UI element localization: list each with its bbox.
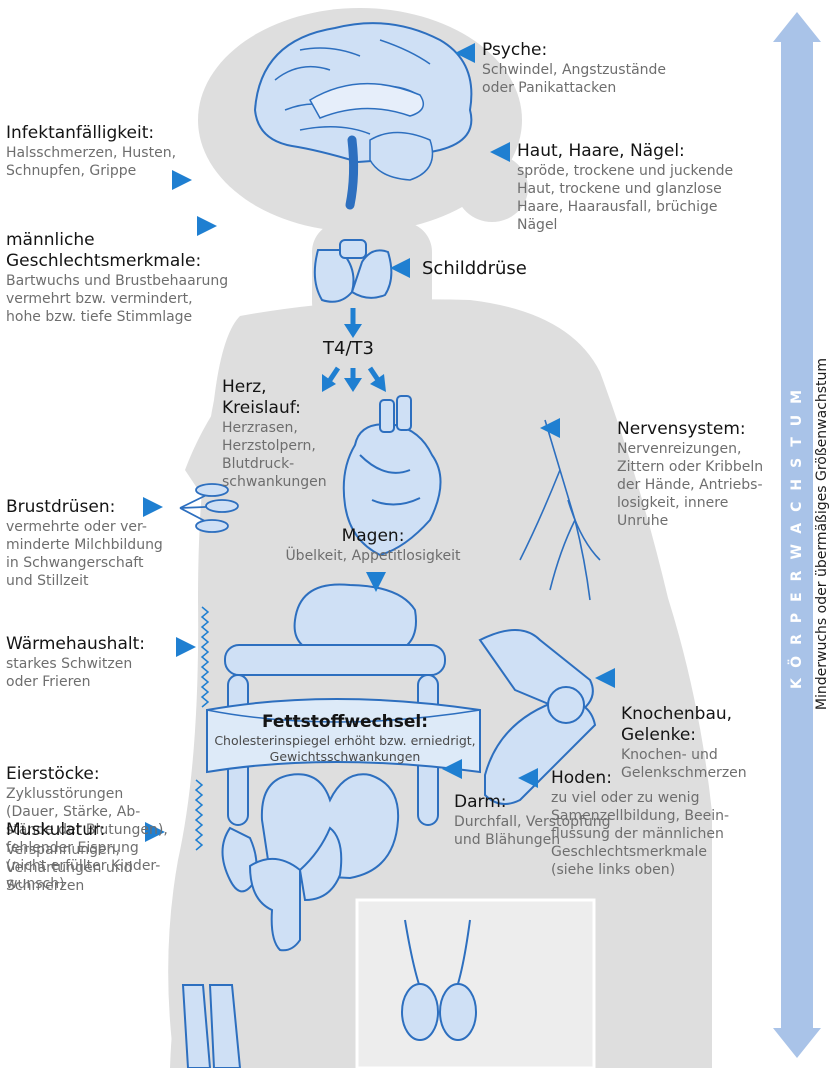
waerme-title: Wärmehaushalt: [6,634,145,655]
herz-title-1: Herz, [222,377,327,398]
maennlich-label: männliche Geschlechtsmerkmale: Bartwuchs… [6,230,228,326]
fett-desc-2: Gewichtsschwankungen [212,749,478,765]
psyche-label: Psyche: Schwindel, Angstzustände oder Pa… [482,40,666,97]
fett-label: Fettstoffwechsel: Cholesterinspiegel erh… [212,712,478,765]
eier-desc-1: Zyklusstörungen [6,785,168,803]
herz-desc-2: Herzstolpern, [222,437,327,455]
waerme-pointer-icon [176,637,196,657]
magen-pointer-icon [366,572,386,592]
waerme-desc-2: oder Frieren [6,673,145,691]
growth-axis-title: KÖRPERWACHSTUM [789,379,805,689]
nerven-desc-3: der Hände, Antriebs- [617,476,763,494]
infekt-title: Infektanfälligkeit: [6,123,176,144]
haut-desc-3: Haare, Haarausfall, brüchige [517,198,733,216]
hormone-label: T4/T3 [323,338,374,359]
eier-title: Eierstöcke: [6,764,168,785]
maennlich-desc-2: vermehrt bzw. vermindert, [6,290,228,308]
knochen-pointer-icon [595,668,615,688]
haut-label: Haut, Haare, Nägel: spröde, trockene und… [517,141,733,234]
infekt-label: Infektanfälligkeit: Halsschmerzen, Huste… [6,123,176,180]
brust-desc-1: vermehrte oder ver- [6,518,163,536]
knochen-title-2: Gelenke: [621,725,747,746]
psyche-desc-2: oder Panikattacken [482,79,666,97]
knochen-desc-1: Knochen- und [621,746,747,764]
muskel-desc-3: Schmerzen [6,877,133,895]
psyche-pointer-icon [455,43,475,63]
psyche-title: Psyche: [482,40,666,61]
muskel-title: Muskulatur: [6,820,133,841]
fett-desc-1: Cholesterinspiegel erhöht bzw. erniedrig… [212,733,478,749]
nerven-pointer-icon [540,418,560,438]
brust-title: Brustdrüsen: [6,497,163,518]
schilddruese-label: Schilddrüse [422,258,527,279]
herz-title-2: Kreislauf: [222,398,327,419]
growth-axis-caption: Minderwuchs oder übermäßiges Größenwachs… [814,358,830,710]
herz-desc-3: Blutdruck- [222,455,327,473]
hoden-desc-3: flussung der männlichen [551,825,729,843]
hoden-title: Hoden: [551,768,729,789]
maennlich-desc-3: hohe bzw. tiefe Stimmlage [6,308,228,326]
haut-desc-4: Nägel [517,216,733,234]
knochen-title-1: Knochenbau, [621,704,747,725]
magen-label: Magen: Übelkeit, Appetitlosigkeit [278,526,468,565]
haut-desc-1: spröde, trockene und juckende [517,162,733,180]
nerven-desc-5: Unruhe [617,512,763,530]
infekt-desc-2: Schnupfen, Grippe [6,162,176,180]
nerven-desc-2: Zittern oder Kribbeln [617,458,763,476]
hoden-desc-5: (siehe links oben) [551,861,729,879]
nerven-desc-1: Nervenreizungen, [617,440,763,458]
fett-title: Fettstoffwechsel: [212,712,478,733]
herz-label: Herz, Kreislauf: Herzrasen, Herzstolpern… [222,377,327,491]
nerven-title: Nervensystem: [617,419,763,440]
brust-desc-3: in Schwangerschaft [6,554,163,572]
hoden-label: Hoden: zu viel oder zu wenig Samenzellbi… [551,768,729,879]
muskel-desc-2: Verhärtungen und [6,859,133,877]
muskel-desc-1: Verspannungen, [6,841,133,859]
muskel-label: Muskulatur: Verspannungen, Verhärtungen … [6,820,133,895]
eier-desc-2: (Dauer, Stärke, Ab- [6,803,168,821]
psyche-desc-1: Schwindel, Angstzustände [482,61,666,79]
maennlich-title-1: männliche [6,230,228,251]
nerven-desc-4: losigkeit, innere [617,494,763,512]
herz-desc-4: schwankungen [222,473,327,491]
hoden-pointer-icon [518,768,538,788]
infekt-desc-1: Halsschmerzen, Husten, [6,144,176,162]
maennlich-title-2: Geschlechtsmerkmale: [6,251,228,272]
waerme-desc-1: starkes Schwitzen [6,655,145,673]
magen-desc-1: Übelkeit, Appetitlosigkeit [278,547,468,565]
haut-pointer-icon [490,142,510,162]
brust-desc-4: und Stillzeit [6,572,163,590]
brust-label: Brustdrüsen: vermehrte oder ver- mindert… [6,497,163,590]
haut-desc-2: Haut, trockene und glanzlose [517,180,733,198]
hoden-desc-4: Geschlechtsmerkmale [551,843,729,861]
brust-desc-2: minderte Milchbildung [6,536,163,554]
herz-desc-1: Herzrasen, [222,419,327,437]
testes-illustration [357,900,594,1068]
magen-title: Magen: [278,526,468,547]
hoden-desc-1: zu viel oder zu wenig [551,789,729,807]
waerme-label: Wärmehaushalt: starkes Schwitzen oder Fr… [6,634,145,691]
maennlich-desc-1: Bartwuchs und Brustbehaarung [6,272,228,290]
haut-title: Haut, Haare, Nägel: [517,141,733,162]
nerven-label: Nervensystem: Nervenreizungen, Zittern o… [617,419,763,530]
hoden-desc-2: Samenzellbildung, Beein- [551,807,729,825]
schilddruese-pointer-icon [390,258,410,278]
